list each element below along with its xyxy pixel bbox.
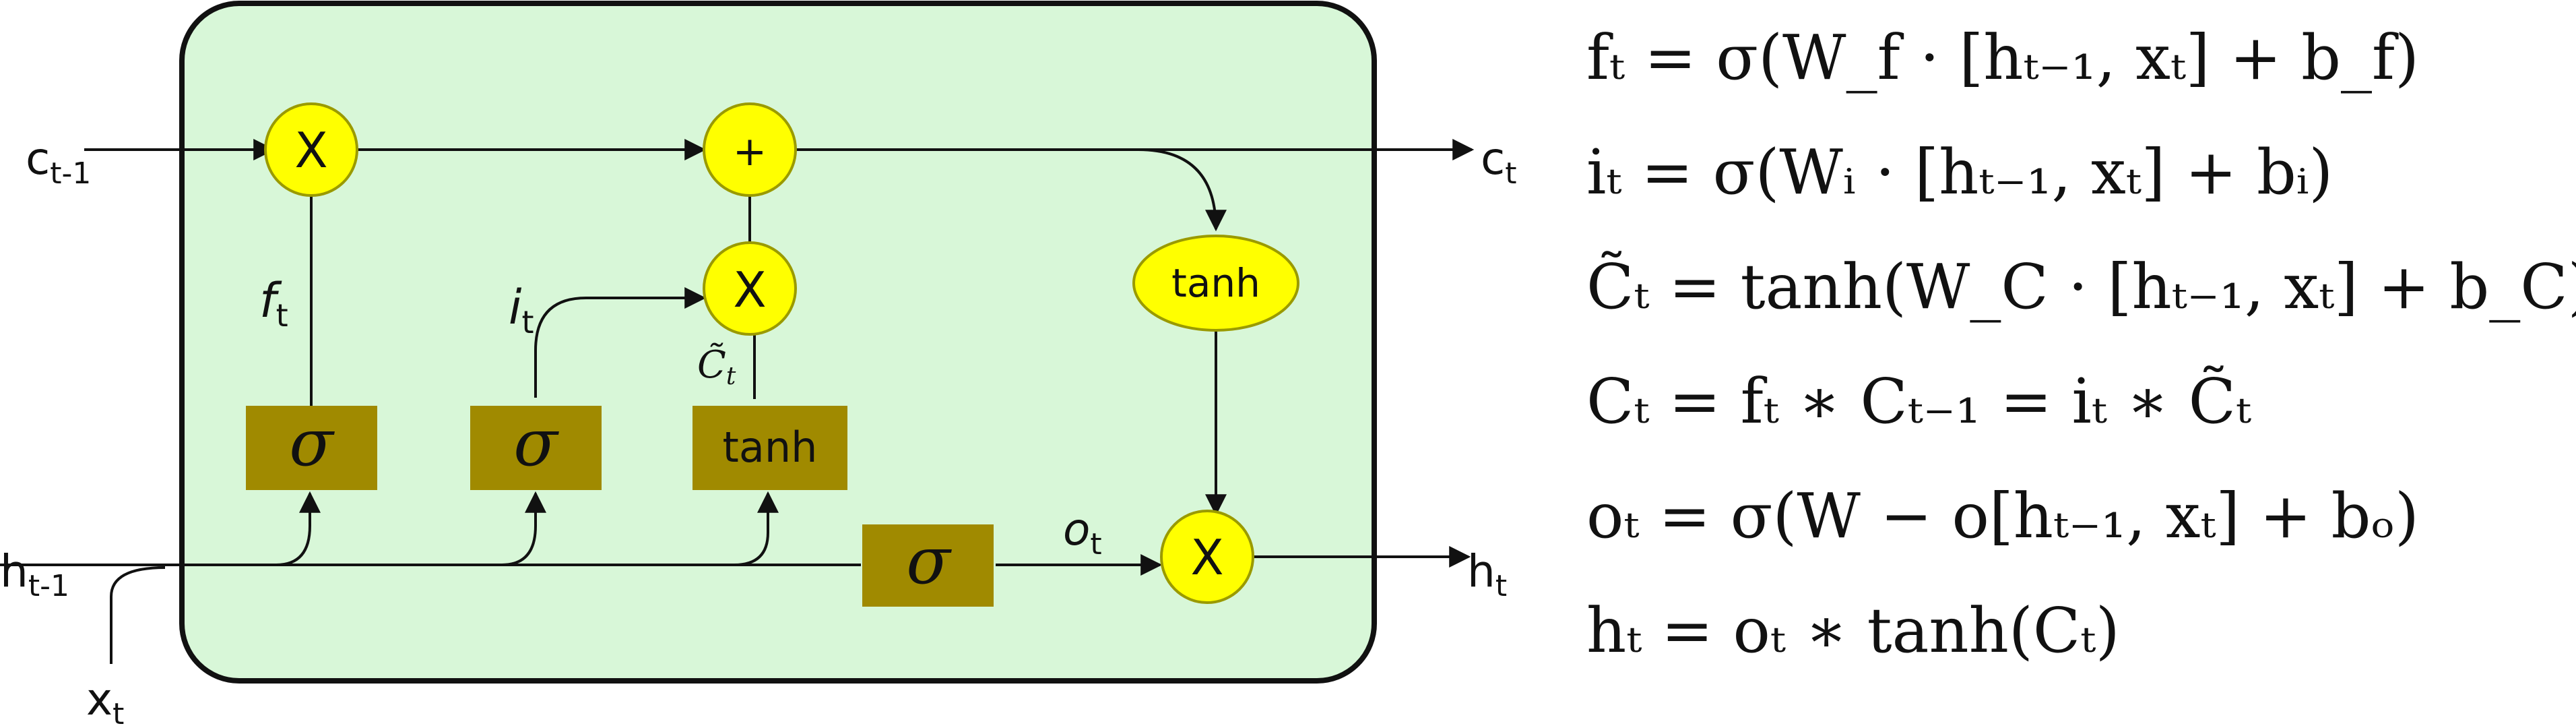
candidate-tanh-label: tanh: [723, 423, 818, 472]
h-to-candidate-tanh: [701, 491, 779, 566]
forget-sigma-label: σ: [289, 405, 335, 481]
h-prev-label: ht-1: [0, 545, 69, 603]
equation-input: iₜ = σ(Wᵢ · [hₜ₋₁, xₜ] + bᵢ): [1586, 136, 2333, 208]
x-input-label: xt: [86, 673, 124, 728]
equation-hidden: hₜ = oₜ ∗ tanh(Cₜ): [1586, 595, 2120, 667]
o-gate-label: ot: [1063, 504, 1102, 562]
input-gate-curve: [534, 287, 707, 398]
h-to-forget-sigma: [155, 491, 321, 566]
input-sigma-label: σ: [513, 405, 559, 481]
f-gate-label: ft: [259, 273, 288, 334]
output-tanh-label: tanh: [1171, 260, 1260, 306]
c-prev-label: ct-1: [26, 133, 91, 191]
c-out-label: ct: [1481, 133, 1517, 191]
output-multiply-node: X: [1160, 510, 1254, 604]
forget-multiply-label: X: [294, 122, 327, 179]
output-sigma-label: σ: [906, 523, 952, 599]
input-add-node: +: [703, 102, 797, 197]
x-input-line: [110, 566, 166, 664]
candidate-tanh-gate: tanh: [693, 406, 847, 490]
output-tanh-node: tanh: [1132, 235, 1299, 332]
equation-candidate: C̃ₜ = tanh(W_C · [hₜ₋₁, xₜ] + b_C): [1586, 251, 2576, 323]
forget-sigma-gate: σ: [246, 405, 377, 490]
equation-cell-state: Cₜ = fₜ ∗ Cₜ₋₁ = iₜ ∗ C̃ₜ: [1586, 365, 2251, 437]
output-multiply-label: X: [1190, 529, 1223, 586]
input-add-label: +: [733, 128, 767, 175]
i-gate-label: it: [509, 280, 534, 340]
c-tilde-label: C̃t: [697, 342, 736, 390]
h-out-label: ht: [1467, 545, 1507, 603]
equation-output: oₜ = σ(W − o[hₜ₋₁, xₜ] + bₒ): [1586, 480, 2419, 552]
forget-multiply-node: X: [264, 102, 358, 197]
equation-forget: fₜ = σ(W_f · [hₜ₋₁, xₜ] + b_f): [1586, 22, 2419, 94]
lstm-cell: [179, 1, 1377, 684]
input-multiply-node: X: [703, 241, 797, 336]
h-to-input-sigma: [445, 491, 546, 566]
cell-state-to-tanh: [1138, 148, 1227, 232]
input-multiply-label: X: [733, 262, 766, 318]
input-sigma-gate: σ: [470, 405, 602, 490]
output-sigma-gate: σ: [862, 523, 994, 607]
